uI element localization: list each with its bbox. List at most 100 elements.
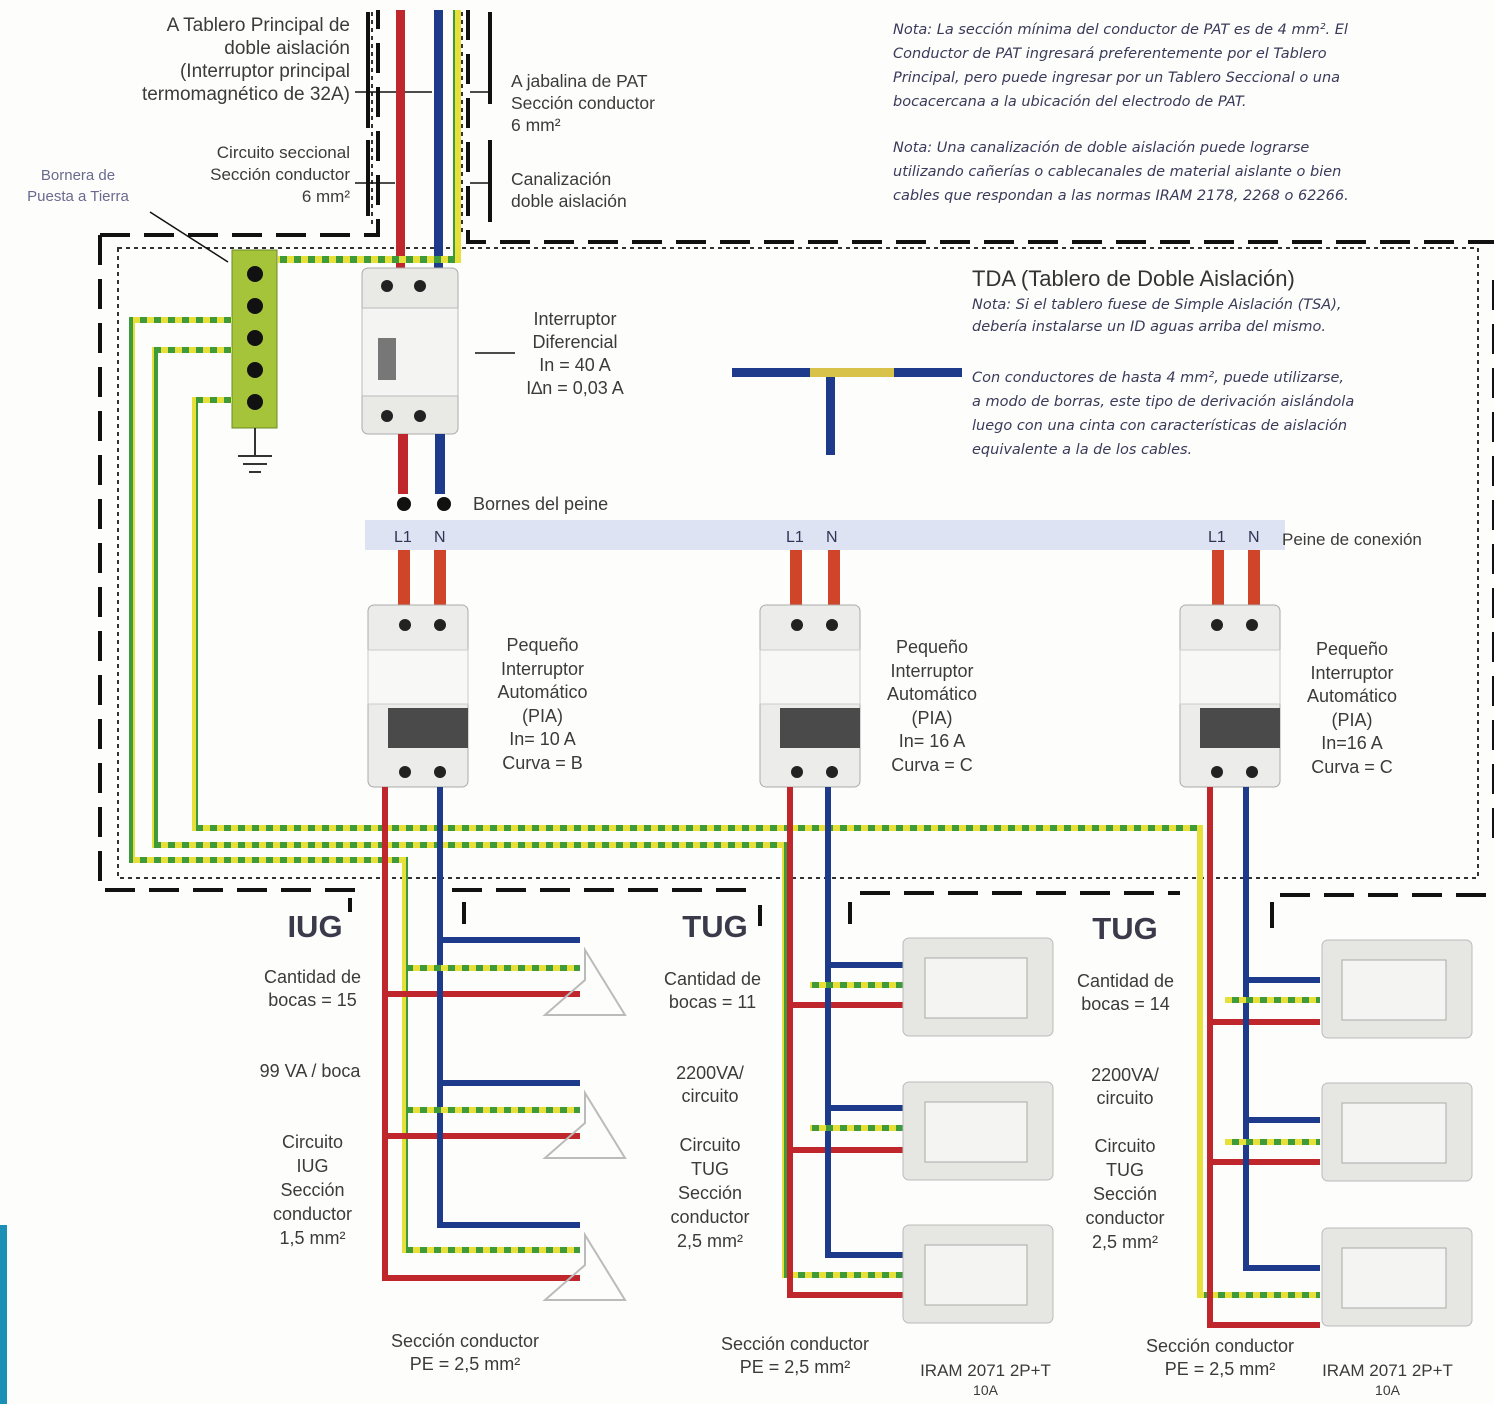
main-panel-line: (Interruptor principal [179, 61, 350, 82]
section-line: Circuito [679, 1135, 741, 1155]
section-label: Circuito TUG Sección conductor 2,5 mm² [1065, 1134, 1185, 1254]
differential-line: Interruptor [533, 309, 617, 329]
power-line: 2200VA/ [1091, 1065, 1159, 1085]
jabalina-label: A jabalina de PAT Sección conductor 6 mm… [511, 70, 731, 136]
pia-breaker-2 [759, 604, 861, 788]
pe-line: PE = 2,5 mm² [1164, 1359, 1276, 1379]
differential-line: In = 40 A [539, 355, 611, 375]
outlet-icon [902, 937, 1473, 1327]
edge-strip [0, 1225, 7, 1404]
comb-l1: L1 [394, 529, 412, 546]
pia-label-2: Pequeño Interruptor Automático (PIA) In=… [862, 636, 1002, 777]
lamp-icon [542, 946, 627, 1301]
section-line: 2,5 mm² [676, 1231, 743, 1251]
pia-line: Automático [1306, 686, 1398, 706]
pia-line: Curva = B [502, 752, 583, 773]
comb-taps [398, 550, 1260, 608]
comb-l1: L1 [786, 529, 804, 546]
section-line: Sección [280, 1180, 345, 1200]
canalizacion-line: doble aislación [511, 191, 627, 211]
bocas-line: bocas = 11 [668, 992, 757, 1012]
pia-line: Interruptor [1310, 662, 1394, 683]
pia-line: In= 16 A [898, 731, 966, 751]
differential-breaker [361, 267, 459, 435]
iram-label: IRAM 2071 2P+T 10A [898, 1360, 1073, 1398]
comb-l1: L1 [1208, 529, 1226, 546]
pe-line: Sección conductor [720, 1334, 870, 1354]
pia-line: Interruptor [500, 658, 585, 679]
circuit-name: IUG [287, 909, 343, 944]
pe-label: Sección conductor PE = 2,5 mm² [360, 1330, 570, 1376]
jabalina-line: A jabalina de PAT [511, 71, 648, 91]
power-line: circuito [681, 1086, 739, 1106]
pe-line: PE = 2,5 mm² [409, 1354, 521, 1374]
circuit-tug-2-wiring [1207, 787, 1320, 1328]
main-panel-line: termomagnético de 32A) [141, 84, 350, 105]
circuit-iug-wiring [382, 787, 580, 1281]
earth-terminal-bar [231, 249, 278, 473]
connection-comb [365, 520, 1285, 550]
comb-terminal-l1 [397, 497, 411, 511]
bornes-label: Bornes del peine [473, 494, 609, 514]
derivation-note-line: Con conductores de hasta 4 mm², puede ut… [972, 370, 1345, 386]
iram-line: 10A [1375, 1382, 1400, 1398]
section-line: Circuito [1094, 1136, 1156, 1156]
label-brackets [149, 12, 1274, 928]
seccional-label: Circuito seccional Sección conductor 6 m… [150, 142, 350, 208]
pia-line: Curva = C [891, 754, 973, 775]
double-insulation-note-line: utilizando cañerías o cablecanales de ma… [893, 164, 1342, 180]
pat-note-line: bocacercana a la ubicación del electrodo… [893, 94, 1247, 110]
comb-n: N [1248, 529, 1260, 546]
double-insulation-note-line: cables que respondan a las normas IRAM 2… [893, 188, 1349, 204]
pe-label: Sección conductor PE = 2,5 mm² [1115, 1335, 1325, 1381]
seccional-line: Sección conductor [210, 165, 350, 184]
power-label: 2200VA/ circuito [650, 1062, 770, 1108]
pat-note-line: Principal, pero puede ingresar por un Ta… [893, 70, 1341, 86]
power-line: 2200VA/ [676, 1063, 744, 1083]
pia-line: Pequeño [895, 637, 969, 657]
jabalina-line: 6 mm² [511, 115, 561, 135]
differential-line: I∆n = 0,03 A [526, 378, 624, 398]
iram-line: IRAM 2071 2P+T [1322, 1361, 1453, 1380]
bocas-line: Cantidad de [663, 969, 762, 989]
pia-breaker-1 [367, 604, 469, 788]
pe-line: PE = 2,5 mm² [739, 1357, 851, 1377]
pia-breaker-3 [1179, 604, 1281, 788]
bornera-label: Bornera de Puesta a Tierra [8, 165, 148, 207]
tda-note-line: debería instalarse un ID aguas arriba de… [972, 319, 1327, 335]
power-line: circuito [1096, 1088, 1154, 1108]
iram-label: IRAM 2071 2P+T 10A [1300, 1360, 1475, 1398]
pia-line: Interruptor [890, 660, 974, 681]
derivation-note-line: luego con una cinta con características … [972, 418, 1348, 434]
main-panel-line: A Tablero Principal de [166, 15, 350, 36]
pia-line: In= 10 A [509, 729, 576, 749]
pe-line: Sección conductor [1145, 1336, 1295, 1356]
pe-label: Sección conductor PE = 2,5 mm² [690, 1333, 900, 1379]
bocas-line: Cantidad de [1076, 971, 1175, 991]
pat-note-line: Nota: La sección mínima del conductor de… [893, 22, 1348, 38]
comb-n: N [434, 529, 446, 546]
differential-line: Diferencial [532, 332, 618, 352]
bocas-line: bocas = 14 [1081, 994, 1170, 1014]
derivation-note-line: equivalente a la de los cables. [972, 442, 1193, 458]
iram-line: 10A [973, 1382, 998, 1398]
jabalina-line: Sección conductor [511, 93, 655, 113]
seccional-line: 6 mm² [301, 187, 350, 206]
bocas-label: Cantidad de bocas = 11 [640, 968, 785, 1014]
pia-line: Automático [886, 684, 978, 704]
bornera-line: Puesta a Tierra [27, 188, 129, 205]
earth-conductors [129, 317, 1320, 1298]
section-line: 1,5 mm² [279, 1228, 346, 1248]
feeder-cables [278, 10, 461, 272]
bocas-label: Cantidad de bocas = 15 [240, 966, 385, 1012]
pia-line: Pequeño [506, 635, 579, 655]
section-line: Circuito [281, 1132, 343, 1152]
section-line: TUG [691, 1159, 729, 1179]
section-line: Sección [1092, 1184, 1158, 1204]
main-panel-line: doble aislación [224, 38, 350, 59]
bocas-line: bocas = 15 [268, 990, 357, 1010]
section-label: Circuito TUG Sección conductor 2,5 mm² [650, 1133, 770, 1253]
tda-title: TDA (Tablero de Doble Aislación) [972, 266, 1295, 291]
section-line: conductor [1085, 1208, 1165, 1228]
